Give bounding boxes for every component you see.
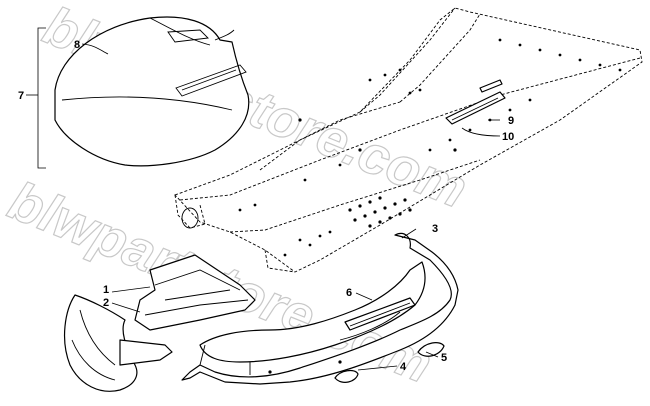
seat-part[interactable] [54,16,250,167]
seat-decal [175,64,247,97]
chassis-decals [445,79,506,125]
reflector-right-part[interactable] [417,342,445,357]
callout-4: 4 [400,361,407,373]
callout-1: 1 [103,284,109,296]
leader-lines [81,43,501,371]
callout-8: 8 [74,39,80,51]
callout-5: 5 [441,352,447,364]
callout-10: 10 [502,131,514,143]
chassis-assembly [174,7,643,273]
callout-2: 2 [103,297,109,309]
callout-6: 6 [346,287,352,299]
reflector-left-part[interactable] [334,369,359,383]
callout-3: 3 [432,223,438,235]
callout-9: 9 [508,115,514,127]
nose-cone-part[interactable] [64,294,173,392]
chassis-rivets [238,38,622,257]
belly-pan-part[interactable] [181,232,459,385]
belly-pan-decal [344,297,416,331]
callout-7: 7 [18,90,24,102]
group-bracket [26,27,46,169]
bracket-part[interactable] [134,254,256,331]
